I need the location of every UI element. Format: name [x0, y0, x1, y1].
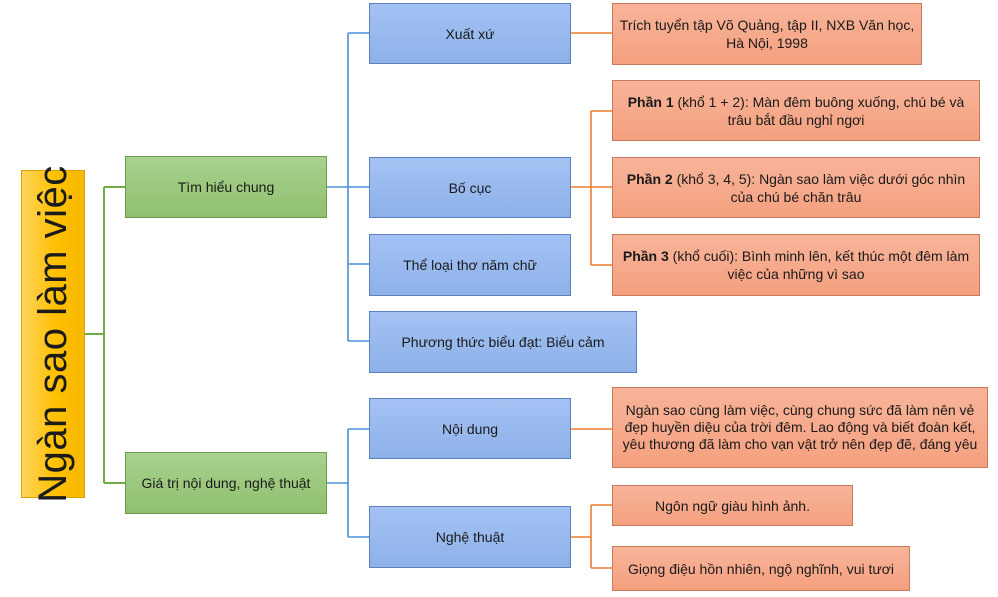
detail-art-1: Ngôn ngữ giàu hình ảnh.: [612, 485, 853, 526]
root-node: Ngàn sao làm việc: [21, 165, 85, 503]
detail-part3-text: Phần 3 (khổ cuối): Bình minh lên, kết th…: [619, 247, 973, 283]
part1-desc: (khổ 1 + 2): Màn đêm buông xuống, chú bé…: [673, 93, 965, 128]
node-mode: Phương thức biểu đạt: Biểu cảm: [369, 311, 637, 373]
detail-part2-text: Phần 2 (khổ 3, 4, 5): Ngàn sao làm việc …: [619, 170, 973, 206]
root-title: Ngàn sao làm việc: [31, 165, 76, 503]
value-connectors: [327, 428, 369, 538]
part3-label: Phần 3: [622, 248, 669, 264]
part3-desc: (khổ cuối): Bình minh lên, kết thúc một …: [668, 248, 970, 282]
node-origin-label: Xuất xứ: [445, 25, 495, 42]
node-layout-label: Bố cục: [448, 179, 492, 196]
detail-content-text: Ngàn sao cùng làm việc, cùng chung sức đ…: [622, 402, 978, 452]
node-origin: Xuất xứ: [369, 3, 571, 64]
general-connectors: [327, 32, 369, 342]
node-general: Tìm hiểu chung: [125, 156, 327, 218]
node-art-label: Nghệ thuật: [435, 529, 505, 545]
node-general-label: Tìm hiểu chung: [177, 179, 275, 195]
detail-origin-text: Trích tuyển tập Võ Quảng, tập II, NXB Vă…: [619, 17, 915, 51]
detail-part3: Phần 3 (khổ cuối): Bình minh lên, kết th…: [612, 234, 980, 296]
node-genre-label: Thể loại thơ năm chữ: [403, 257, 537, 273]
detail-part1-text: Phần 1 (khổ 1 + 2): Màn đêm buông xuống,…: [619, 93, 973, 129]
part2-desc: (khổ 3, 4, 5): Ngàn sao làm việc dưới gó…: [672, 170, 966, 205]
detail-connectors: [571, 32, 612, 569]
detail-art-2: Giọng điệu hồn nhiên, ngộ nghĩnh, vui tư…: [612, 546, 910, 591]
node-art: Nghệ thuật: [369, 506, 571, 568]
detail-art-1-text: Ngôn ngữ giàu hình ảnh.: [655, 497, 810, 514]
node-layout: Bố cục: [369, 157, 571, 218]
detail-art-2-text: Giọng điệu hồn nhiên, ngộ nghĩnh, vui tư…: [627, 560, 895, 577]
detail-part1: Phần 1 (khổ 1 + 2): Màn đêm buông xuống,…: [612, 80, 980, 141]
detail-content: Ngàn sao cùng làm việc, cùng chung sức đ…: [612, 387, 988, 468]
node-value: Giá trị nội dung, nghệ thuật: [125, 452, 327, 514]
part1-label: Phần 1: [627, 93, 674, 110]
root-connectors: [85, 186, 125, 484]
part2-label: Phần 2: [626, 170, 673, 187]
node-content: Nội dung: [369, 398, 571, 459]
node-genre: Thể loại thơ năm chữ: [369, 234, 571, 296]
detail-origin: Trích tuyển tập Võ Quảng, tập II, NXB Vă…: [612, 3, 922, 65]
node-content-label: Nội dung: [441, 420, 499, 437]
node-mode-label: Phương thức biểu đạt: Biểu cảm: [401, 334, 605, 350]
detail-part2: Phần 2 (khổ 3, 4, 5): Ngàn sao làm việc …: [612, 157, 980, 218]
node-value-label: Giá trị nội dung, nghệ thuật: [141, 475, 311, 491]
